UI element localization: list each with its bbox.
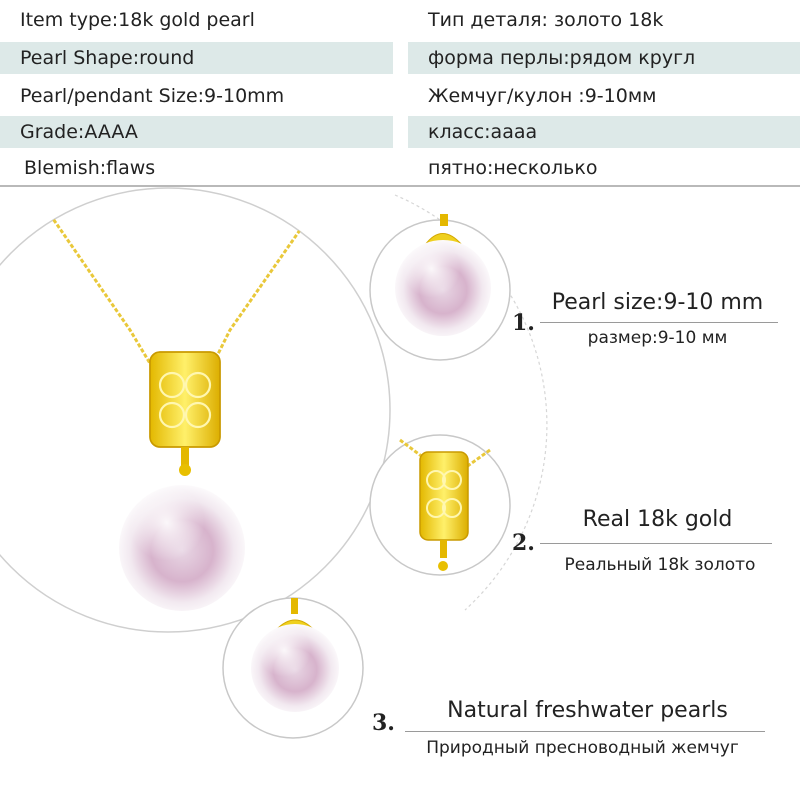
feature-number-3: 3.	[372, 710, 395, 736]
feature-3-title-ru: Природный пресноводный жемчуг	[426, 738, 739, 758]
spec-blemish-en: Blemish:flaws	[24, 157, 156, 179]
spec-pearl-shape-ru: форма перлы:рядом кругл	[408, 42, 800, 74]
detail-circle-pearl	[369, 214, 511, 361]
filigree-bail	[149, 351, 221, 448]
spec-size-ru: Жемчуг/кулон :9-10мм	[428, 85, 657, 107]
spec-row-item-type: Item type:18k gold pearl Тип деталя: зол…	[0, 4, 800, 40]
spec-row-blemish: Blemish:flaws пятно:несколько	[0, 152, 800, 188]
main-pendant-circle	[0, 187, 391, 633]
spec-row-pearl-shape: Pearl Shape:round форма перлы:рядом круг…	[0, 42, 800, 78]
feature-3-title-en: Natural freshwater pearls	[447, 698, 728, 723]
spec-row-size: Pearl/pendant Size:9-10mm Жемчуг/кулон :…	[0, 80, 800, 116]
spec-item-type-ru: Тип деталя: золото 18k	[428, 9, 664, 31]
spec-blemish-ru: пятно:несколько	[428, 157, 598, 179]
spec-table-divider	[0, 185, 800, 187]
spec-pearl-shape-en: Pearl Shape:round	[0, 42, 393, 74]
spec-grade-ru: класс:аааа	[408, 116, 800, 148]
feature-number-2: 2.	[512, 530, 535, 556]
feature-1-title-ru: размер:9-10 мм	[587, 328, 728, 348]
feature-3-divider	[405, 731, 765, 732]
spec-table: Item type:18k gold pearl Тип деталя: зол…	[0, 0, 800, 188]
spec-grade-en: Grade:AAAA	[0, 116, 393, 148]
feature-1-divider	[540, 322, 778, 323]
feature-2-title-ru: Реальный 18k золото	[564, 555, 756, 575]
connector-pin	[181, 447, 189, 469]
feature-1-title-en: Pearl size:9-10 mm	[551, 290, 764, 315]
connector-bead	[179, 464, 191, 476]
feature-2-divider	[540, 543, 772, 544]
chain-left	[38, 199, 162, 381]
detail-circle-freshwater	[222, 597, 364, 739]
spec-item-type-en: Item type:18k gold pearl	[20, 9, 255, 31]
spec-size-en: Pearl/pendant Size:9-10mm	[20, 85, 285, 107]
detail-circle-gold	[369, 434, 511, 576]
feature-2-title-en: Real 18k gold	[582, 507, 733, 532]
bail-closeup	[419, 451, 469, 541]
feature-number-1: 1.	[512, 310, 535, 336]
spec-row-grade: Grade:AAAA класс:аааа	[0, 116, 800, 152]
